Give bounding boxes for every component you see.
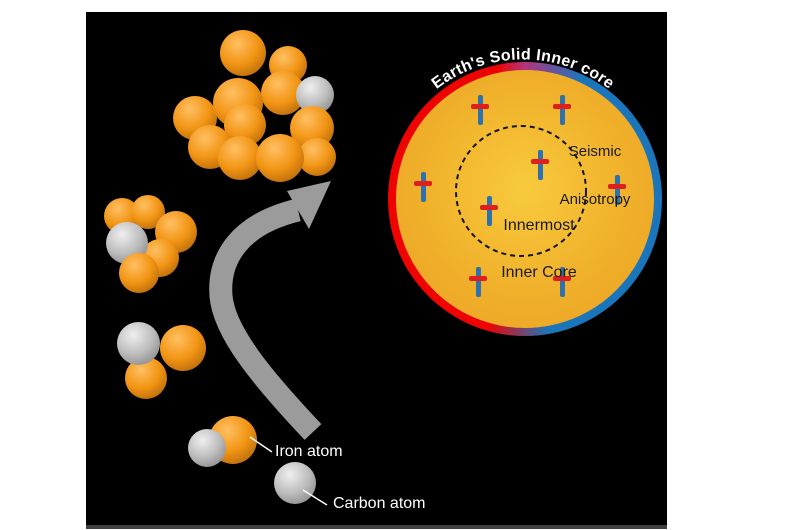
cross-horizontal-bar (414, 181, 432, 186)
cross-vertical-bar (559, 267, 565, 297)
cross-horizontal-bar (553, 276, 571, 281)
carbon-atom-label: Carbon atom (333, 495, 426, 512)
iron-atom-sphere (218, 136, 262, 180)
seismic-anisotropy-line1: Seismic (568, 143, 622, 160)
carbon-atom-sphere (117, 322, 160, 365)
innermost-line2: Inner Core (501, 263, 577, 281)
cross-horizontal-bar (608, 184, 626, 189)
cross-vertical-bar (614, 175, 620, 205)
anisotropy-cross (553, 267, 571, 297)
anisotropy-cross (414, 172, 432, 202)
iron-atom-sphere (298, 138, 336, 176)
iron-atom-label: Iron atom (275, 443, 343, 460)
iron-atom-sphere (160, 325, 206, 371)
transformation-arrow-head (287, 181, 331, 229)
iron-atom-sphere (119, 253, 159, 293)
cross-vertical-bar (475, 267, 481, 297)
anisotropy-cross (469, 267, 487, 297)
cross-vertical-bar (477, 95, 483, 125)
transformation-arrow-body (209, 198, 322, 440)
innermost-line1: Innermost (503, 217, 575, 234)
anisotropy-cross (608, 175, 626, 205)
cross-vertical-bar (559, 95, 565, 125)
cross-horizontal-bar (471, 104, 489, 109)
cross-vertical-bar (420, 172, 426, 202)
anisotropy-cross (471, 95, 489, 125)
innermost-inner-core-label: Innermost Inner Core (469, 187, 609, 311)
cross-horizontal-bar (469, 276, 487, 281)
iron-atom-sphere (256, 134, 304, 182)
cross-horizontal-bar (553, 104, 571, 109)
iron-atom-sphere (220, 30, 266, 76)
carbon-atom-sphere (188, 429, 226, 467)
carbon-atom-sphere (274, 462, 316, 504)
anisotropy-cross (553, 95, 571, 125)
inner-core-figure: Seismic Anisotropy Innermost Inner Core … (86, 12, 667, 529)
figure-bottom-border (86, 525, 667, 529)
